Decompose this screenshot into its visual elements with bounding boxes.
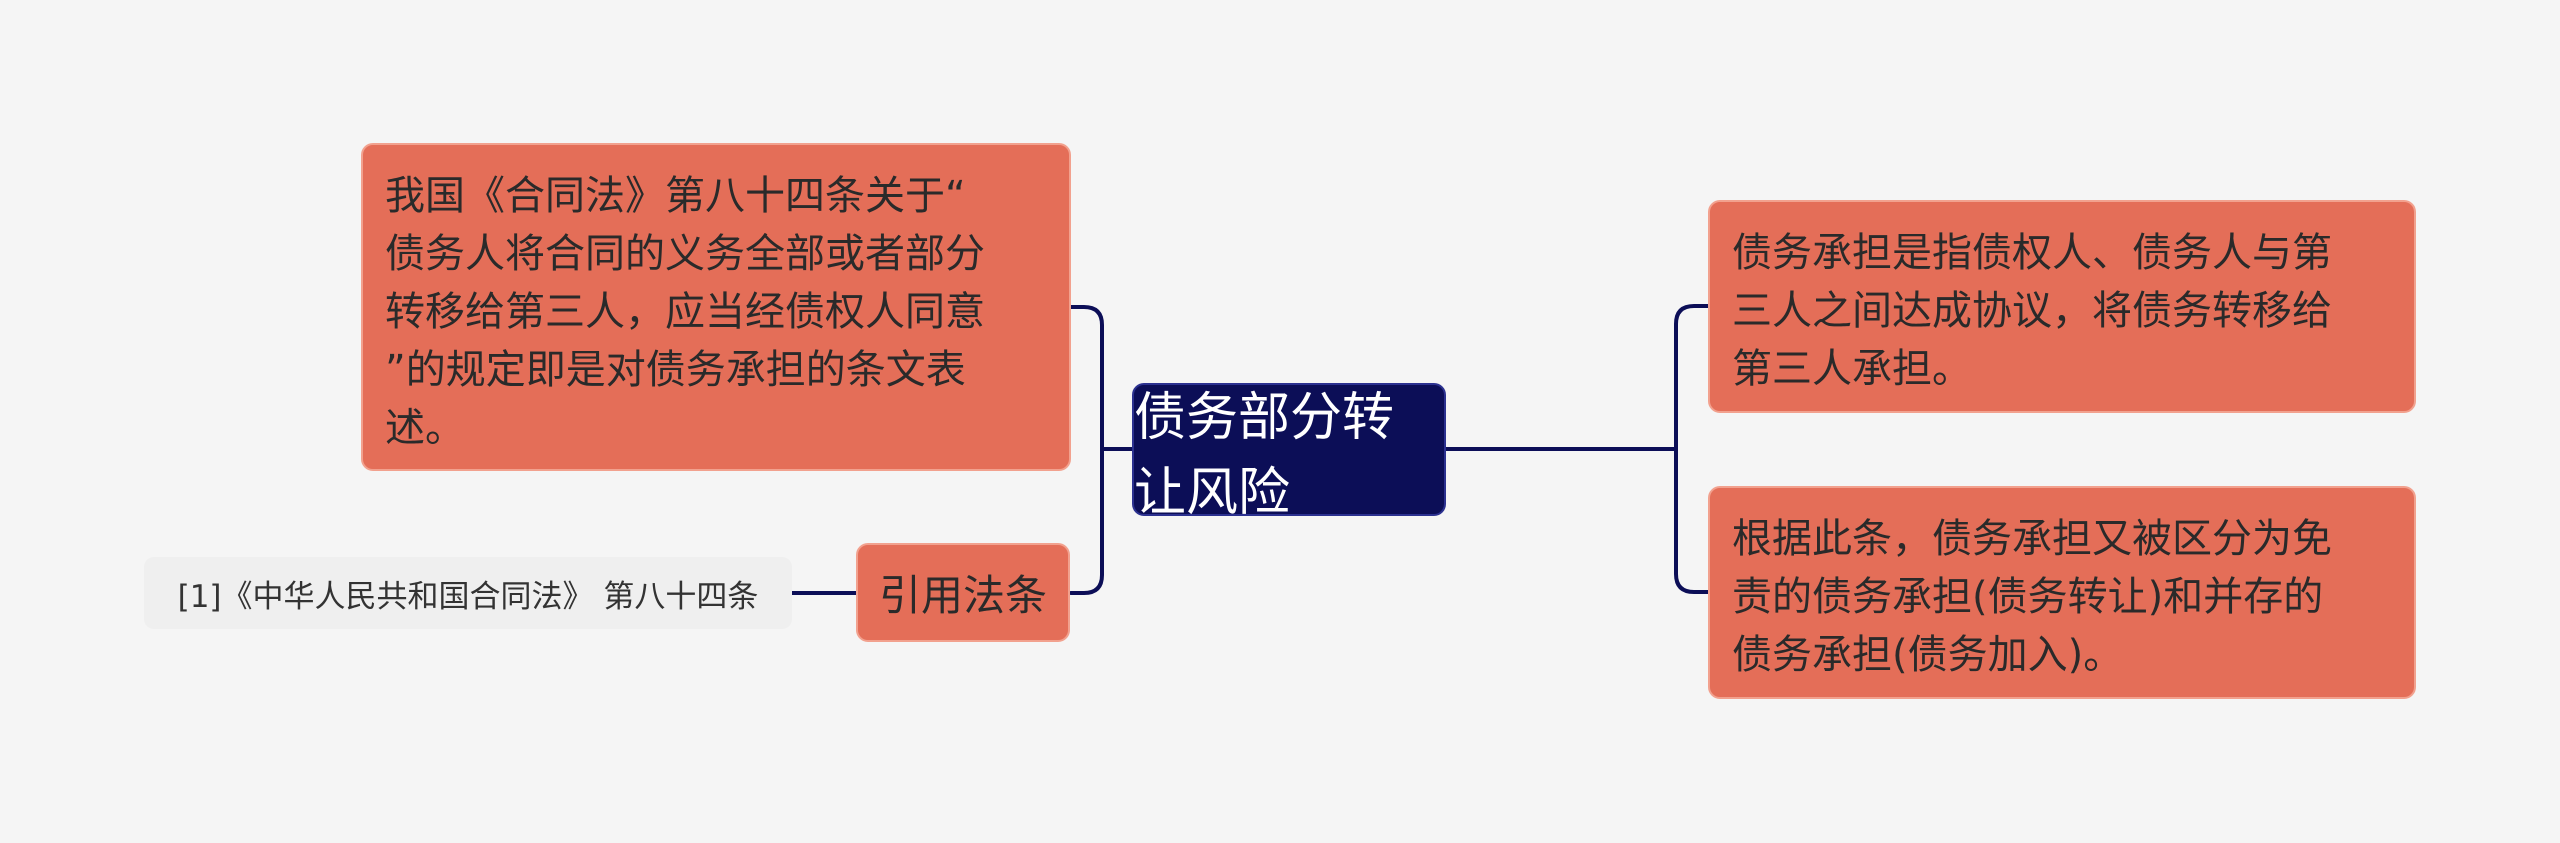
topic-law-definition[interactable]: 我国《合同法》第八十四条关于“ 债务人将合同的义务全部或者部分 转移给第三人，应… — [361, 143, 1071, 471]
connector-left-definition — [1069, 305, 1104, 451]
topic-text-line: 根据此条，债务承担又被区分为免 — [1732, 516, 2332, 562]
topic-text-line: 第三人承担。 — [1732, 346, 1972, 392]
topic-text-line: 债务承担是指债权人、债务人与第 — [1732, 230, 2332, 276]
connector-right-definition — [1674, 304, 1710, 451]
topic-text-line: ”的规定即是对债务承担的条文表 — [385, 347, 966, 393]
topic-text-line: 三人之间达成协议，将债务转移给 — [1732, 288, 2332, 334]
root-topic-label: 债务部分转让风险 — [1134, 387, 1395, 523]
reference-note[interactable]: [1]《中华人民共和国合同法》 第八十四条 — [144, 557, 792, 629]
topic-text-line: 债务人将合同的义务全部或者部分 — [385, 231, 985, 277]
topic-citation-label: 引用法条 — [878, 571, 1047, 620]
topic-text-line: 转移给第三人，应当经债权人同意 — [385, 289, 985, 335]
root-topic[interactable]: 债务部分转让风险 — [1132, 383, 1446, 523]
topic-debt-assumption-classification[interactable]: 根据此条，债务承担又被区分为免 责的债务承担(债务转让)和并存的 债务承担(债务… — [1708, 486, 2416, 699]
topic-text-line: 债务承担(债务加入)。 — [1732, 632, 2124, 678]
topic-text-line: 我国《合同法》第八十四条关于“ — [385, 173, 966, 219]
topic-text-line: 责的债务承担(债务转让)和并存的 — [1732, 574, 2324, 620]
connector-right-classification — [1674, 447, 1710, 594]
topic-citation[interactable]: 引用法条 — [856, 543, 1070, 642]
reference-note-text: [1]《中华人民共和国合同法》 第八十四条 — [177, 578, 759, 615]
connector-left-citation — [1069, 447, 1104, 595]
topic-text-line: 述。 — [385, 405, 465, 451]
topic-debt-assumption-definition[interactable]: 债务承担是指债权人、债务人与第 三人之间达成协议，将债务转移给 第三人承担。 — [1708, 200, 2416, 413]
